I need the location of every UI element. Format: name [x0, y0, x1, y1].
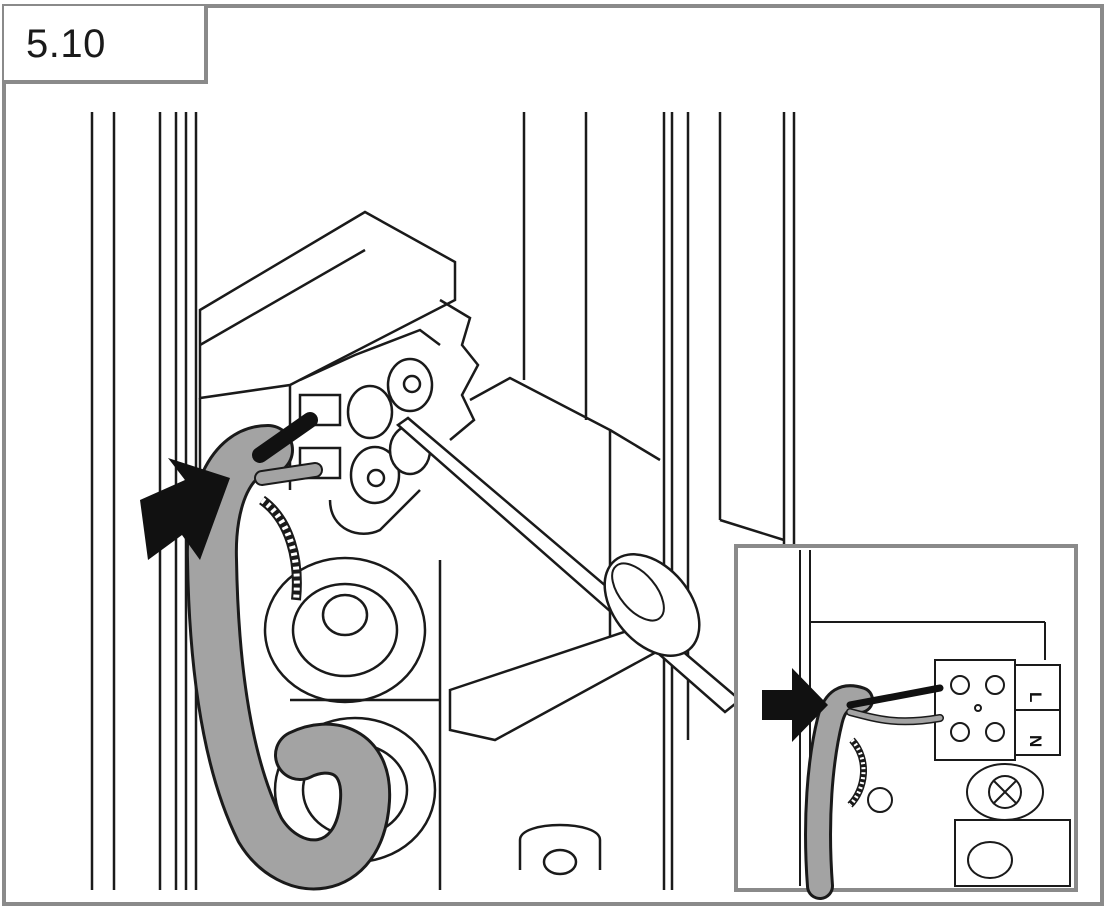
step-number: 5.10 [26, 22, 106, 66]
step-number-box [4, 6, 208, 84]
terminal-label-l: L [1026, 692, 1045, 702]
main-illustration [90, 112, 796, 890]
inset-arrow [762, 668, 828, 742]
terminal-label-n: N [1026, 735, 1045, 747]
main-arrow [140, 458, 230, 560]
screwdriver [395, 416, 742, 714]
inset-detail: L N [734, 544, 1078, 900]
outer-border [2, 4, 1104, 906]
